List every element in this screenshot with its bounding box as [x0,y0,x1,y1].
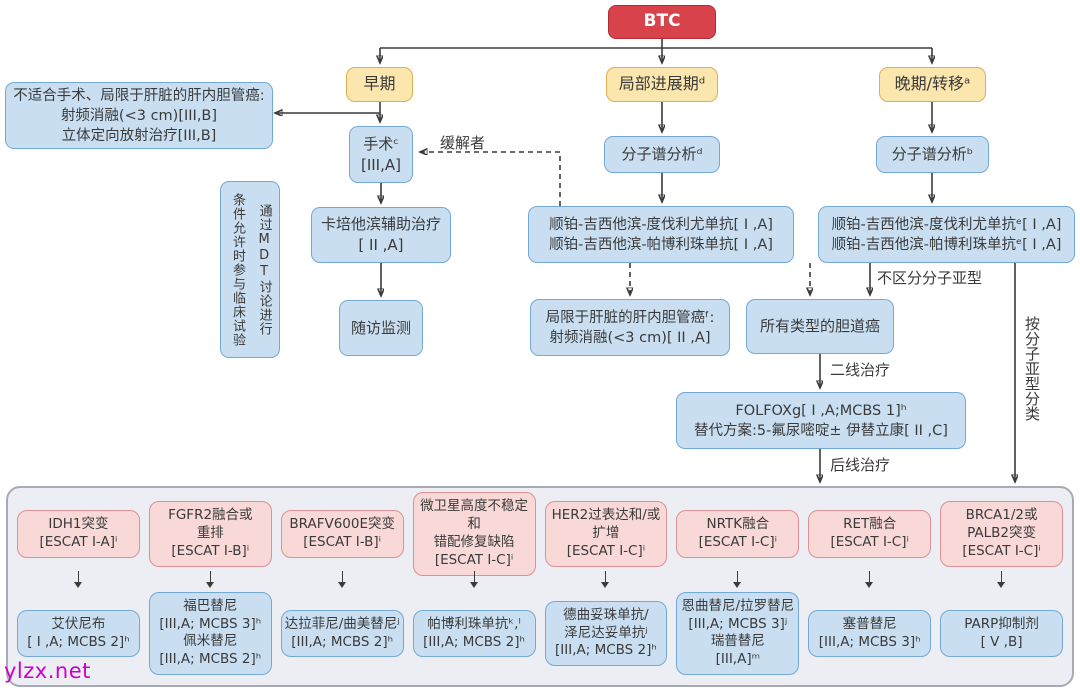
matrix-column-ret: RET融合 [ESCAT I-C]ⁱ 塞普替尼 [III,A; MCBS 3]ʰ [808,498,932,675]
down-arrow-icon [601,571,610,588]
alteration-ret: RET融合 [ESCAT I-C]ⁱ [808,510,932,558]
no-subtype-arrow-label: 不区分分子亚型 [877,269,983,287]
down-arrow-icon [733,570,742,588]
mdt-clinical-trial-note: 通过MDT讨论进行 条件允许时参与临床试验 [220,181,280,358]
matrix-column-fgfr2: FGFR2融合或 重排 [ESCAT I-B]ⁱ 福巴替尼 [III,A; MC… [148,498,272,675]
down-arrow-icon [997,571,1006,588]
all-btc-types-node: 所有类型的胆道癌 [746,299,894,354]
molecular-subtype-panel: IDH1突变 [ESCAT I-A]ⁱ 艾伏尼布 [ I ,A; MCBS 2]… [6,486,1074,687]
therapy-ivosidenib: 艾伏尼布 [ I ,A; MCBS 2]ʰ [17,609,140,658]
molecular-profiling-la-node: 分子谱分析ᵈ [604,136,720,173]
second-line-arrow-label: 二线治疗 [830,361,891,379]
alteration-brca-palb2: BRCA1/2或 PALB2突变 [ESCAT I-C]ⁱ [940,501,1063,567]
surgery-node: 手术ᶜ [III,A] [349,126,413,183]
therapy-futibatinib-pemigatinib: 福巴替尼 [III,A; MCBS 3]ʰ 佩米替尼 [III,A; MCBS … [148,591,272,675]
followup-node: 随访监测 [339,300,423,356]
therapy-selpercatinib: 塞普替尼 [III,A; MCBS 3]ʰ [808,609,932,658]
by-subtype-arrow-label: 按分子亚型分类 [1023,316,1041,421]
later-line-arrow-label: 后线治疗 [830,456,891,474]
down-arrow-icon [337,571,346,588]
adjuvant-capecitabine-node: 卡培他滨辅助治疗 [ II ,A] [311,207,451,263]
alteration-idh1: IDH1突变 [ESCAT I-A]ⁱ [17,510,140,558]
matrix-column-braf: BRAFV600E突变 [ESCAT I-B]ⁱ 达拉菲尼/曲美替尼ʲ [III… [280,498,404,675]
watermark: ylzx.net [4,659,91,683]
matrix-column-her2: HER2过表达和/或 扩增 [ESCAT I-C]ⁱ 德曲妥珠单抗/ 泽尼达妥单… [544,498,668,675]
alteration-msi-dmmr: 微卫星高度不稳定和 错配修复缺陷 [ESCAT I-C]ⁱ [412,492,536,576]
alteration-nrtk: NRTK融合 [ESCAT I-C]ⁱ [676,510,800,558]
down-arrow-icon [469,571,478,588]
matrix-column-nrtk: NRTK融合 [ESCAT I-C]ⁱ 恩曲替尼/拉罗替尼 [III,A; MC… [676,498,800,675]
alteration-brafv600e: BRAFV600E突变 [ESCAT I-B]ⁱ [280,510,404,558]
matrix-column-brca: BRCA1/2或 PALB2突变 [ESCAT I-C]ⁱ PARP抑制剂 [ … [940,498,1063,675]
matrix-column-idh1: IDH1突变 [ESCAT I-A]ⁱ 艾伏尼布 [ I ,A; MCBS 2]… [17,498,140,675]
folfox-second-line-node: FOLFOXg[ I ,A;MCBS 1]ʰ 替代方案:5-氟尿嘧啶± 伊替立康… [676,392,966,449]
root-node-btc: BTC [608,5,716,39]
matrix-column-msi: 微卫星高度不稳定和 错配修复缺陷 [ESCAT I-C]ⁱ 帕博利珠单抗ᵏ,ˡ … [412,492,536,675]
therapy-pembrolizumab: 帕博利珠单抗ᵏ,ˡ [III,A; MCBS 2]ʰ [412,609,536,658]
stage-advanced-metastatic: 晚期/转移ᵃ [879,67,986,102]
alteration-fgfr2: FGFR2融合或 重排 [ESCAT I-B]ⁱ [148,501,272,567]
stage-early: 早期 [346,67,413,102]
ablation-note-box: 不适合手术、局限于肝脏的肝内胆管癌: 射频消融(<3 cm)[III,B] 立体… [5,82,273,149]
molecular-profiling-adv-node: 分子谱分析ᵇ [876,136,989,173]
therapy-entrectinib-larotrectinib: 恩曲替尼/拉罗替尼 [III,A; MCBS 3]ʲ 瑞普替尼 [III,A]ᵐ [676,591,800,675]
down-arrow-icon [865,571,874,588]
down-arrow-icon [205,570,214,588]
down-arrow-icon [73,571,82,588]
responder-arrow-label: 缓解者 [440,134,486,152]
therapy-parp-inhibitor: PARP抑制剂 [ V ,B] [940,609,1063,658]
stage-locally-advanced: 局部进展期ᵈ [606,67,718,102]
alteration-her2: HER2过表达和/或 扩增 [ESCAT I-C]ⁱ [544,501,668,567]
therapy-trastuzumab-deruxtecan-zanidatamab: 德曲妥珠单抗/ 泽尼达妥单抗ʲ [III,A; MCBS 2]ʰ [544,600,668,667]
chemo-immuno-adv-node: 顺铂-吉西他滨-度伐利尤单抗ᵉ[ I ,A] 顺铂-吉西他滨-帕博利珠单抗ᵉ[ … [818,206,1075,263]
therapy-dabrafenib-trametinib: 达拉菲尼/曲美替尼ʲ [III,A; MCBS 2]ʰ [280,609,404,658]
liver-limited-ablation-node: 局限于肝脏的肝内胆管癌ᶠ: 射频消融(<3 cm)[ II ,A] [530,299,730,356]
chemo-immuno-la-node: 顺铂-吉西他滨-度伐利尤单抗[ I ,A] 顺铂-吉西他滨-帕博利珠单抗[ I … [528,206,794,263]
